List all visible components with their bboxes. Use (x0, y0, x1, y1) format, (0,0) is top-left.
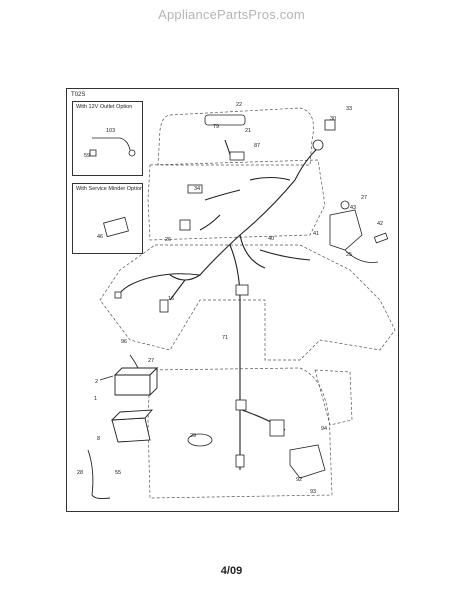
part-label: 40 (268, 236, 274, 242)
revision-date: 4/09 (220, 565, 243, 577)
part-label: 41 (313, 231, 319, 237)
part-label: 28 (77, 470, 83, 476)
part-label: 30 (330, 116, 336, 122)
part-label: 55 (115, 470, 121, 476)
part-label: 96 (121, 339, 127, 345)
outlet-harness (89, 137, 136, 157)
part-labels: 103 59 46 22 79 21 33 30 87 34 27 43 41 … (77, 102, 383, 495)
part-label: 59 (84, 153, 90, 159)
diagram-code: T02S (71, 92, 86, 98)
part-label: 103 (106, 128, 115, 134)
battery-cables (87, 354, 139, 500)
part-label: 16 (168, 296, 174, 302)
part-label: 43 (350, 205, 356, 211)
part-label: 46 (97, 234, 103, 240)
part-label: 21 (245, 128, 251, 134)
part-label: 87 (254, 143, 260, 149)
main-harness (117, 139, 319, 470)
battery-tray (110, 409, 154, 443)
part-label: 1 (94, 396, 97, 402)
part-label: 93 (310, 489, 316, 495)
service-minder-unit (103, 216, 129, 238)
part-label: 27 (148, 358, 154, 364)
part-label: 94 (321, 426, 327, 432)
part-label: 8 (97, 436, 100, 442)
solenoid-assembly (329, 200, 389, 263)
part-label: 34 (194, 186, 200, 192)
battery (113, 366, 159, 397)
part-label: 71 (222, 335, 228, 341)
part-label: 25 (346, 252, 352, 258)
inset-12v-outlet: With 12V Outlet Option (72, 101, 143, 176)
part-label: 29 (190, 433, 196, 439)
part-label: 33 (346, 106, 352, 112)
harness-connectors (114, 114, 336, 468)
part-label: 42 (377, 221, 383, 227)
part-label: 2 (95, 379, 98, 385)
inset-service-minder: With Service Minder Option (72, 183, 143, 254)
watermark: AppliancePartsPros.com (158, 7, 305, 22)
part-label: 27 (361, 195, 367, 201)
inset-12v-title: With 12V Outlet Option (76, 104, 133, 110)
module-assembly (187, 433, 326, 479)
chassis-outline (99, 107, 396, 499)
inset-minder-title: With Service Minder Option (76, 186, 143, 192)
part-label: 92 (296, 477, 302, 483)
part-label: 22 (236, 102, 242, 108)
part-label: 26 (165, 237, 171, 243)
diagram-frame (66, 88, 399, 512)
part-label: 79 (213, 124, 219, 130)
